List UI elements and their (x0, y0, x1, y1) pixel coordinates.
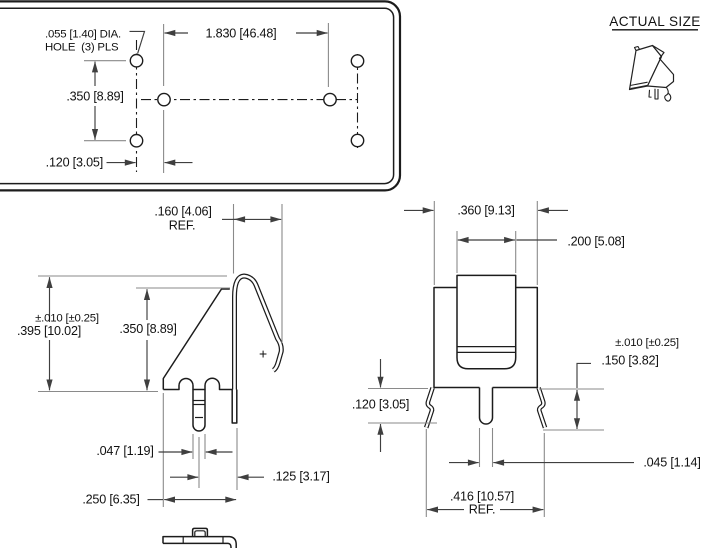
hole-note-line1: .055 [1.40] DIA. (45, 29, 121, 41)
board-outline-inner (0, 7, 395, 185)
top-view-partial (162, 527, 237, 548)
hole-note-line2: HOLE (3) PLS (45, 42, 119, 54)
dim-label-leg-span: .416 [10.57] (450, 490, 514, 504)
rear-leg (231, 389, 238, 424)
mounting-hole (323, 92, 337, 107)
dim-label-pin-gap: .045 [1.14] (643, 456, 700, 470)
front-view: .360 [9.13] .200 [5.08] ±.010 [±0.25] .1… (352, 201, 701, 517)
center-pin-front (478, 387, 494, 425)
dim-label-tolerance: ±.010 [±0.25] (35, 313, 99, 325)
dim-label-pin-to-edge: .125 [3.17] (272, 470, 329, 484)
actual-size-title: ACTUAL SIZE (609, 14, 701, 29)
top-view-pin-tab (191, 527, 209, 537)
mounting-hole (129, 53, 144, 68)
top-view-outline (162, 535, 237, 548)
dim-label-hole-spacing: .350 [8.89] (66, 90, 123, 104)
actual-size-section: ACTUAL SIZE (609, 14, 701, 102)
dim-label-overall-height: .395 [10.02] (17, 324, 81, 338)
clip-side-profile (162, 288, 230, 390)
actual-size-part-icon (628, 44, 675, 102)
board-outline-outer (0, 0, 402, 192)
dim-label-leg-length: .150 [3.82] (601, 354, 658, 368)
mounting-hole (129, 133, 144, 148)
dim-label-pin-width: .047 [1.19] (96, 444, 153, 458)
dim-label-body-height: .350 [8.89] (119, 322, 176, 336)
side-view: .160 [4.06] REF. ±.010 [±0.25] .395 [10.… (17, 204, 330, 507)
dim-label-hole-offset: .120 [3.05] (46, 156, 103, 170)
dim-label-leg-bend: .120 [3.05] (352, 398, 409, 412)
ref-label-mask (464, 504, 500, 516)
dim-label-leg-span-ref: REF. (469, 503, 496, 517)
polarity-mark: + (259, 346, 267, 362)
mounting-hole (350, 54, 365, 68)
spring-tab-front (456, 274, 517, 370)
clip-front-body (433, 286, 539, 389)
clip-side-bottom-slots (163, 377, 232, 391)
dim-label-hook-depth-ref: REF. (169, 219, 196, 233)
dim-label-contact-spacing: 1.830 [46.48] (206, 27, 277, 41)
dim-label-hook-depth: .160 [4.06] (154, 205, 211, 219)
mounting-hole (350, 133, 365, 148)
dim-label-body-depth: .250 [6.35] (82, 493, 139, 507)
dim-label-tab-width: .200 [5.08] (567, 235, 624, 249)
pcb-hole-layout-view: .055 [1.40] DIA. HOLE (3) PLS .350 [8.89… (0, 0, 402, 192)
hole-note-leader (129, 30, 146, 54)
solder-pin (192, 389, 206, 432)
dim-label-overall-width: .360 [9.13] (457, 204, 514, 218)
dim-label-tolerance-front: ±.010 [±0.25] (615, 337, 679, 349)
mounting-hole (157, 92, 171, 107)
